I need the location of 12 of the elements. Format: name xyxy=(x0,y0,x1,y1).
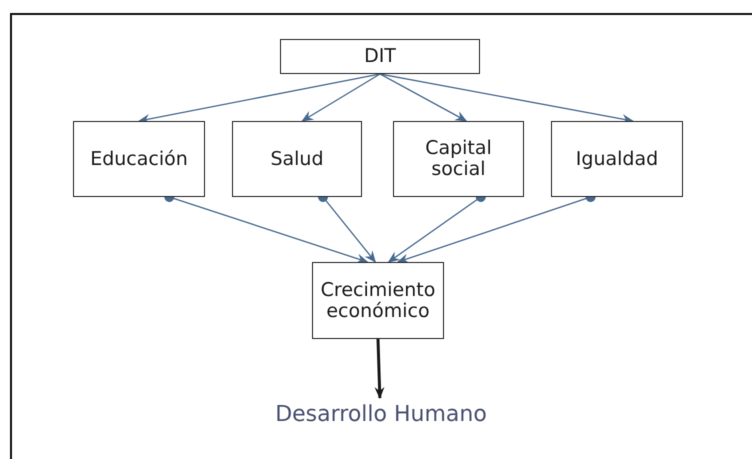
concept-box: Educación xyxy=(73,121,205,197)
concept-box: DIT xyxy=(280,39,480,74)
concept-box: Capital social xyxy=(393,121,524,197)
arrow xyxy=(374,338,384,399)
concept-box: Igualdad xyxy=(551,121,683,197)
concept-box: Crecimiento económico xyxy=(312,262,444,339)
arrow xyxy=(380,73,468,122)
concept-box: Salud xyxy=(232,121,362,197)
arrow xyxy=(380,73,634,124)
arrow xyxy=(138,73,380,124)
node-text: Desarrollo Humano xyxy=(275,402,487,428)
arrow xyxy=(301,73,380,122)
